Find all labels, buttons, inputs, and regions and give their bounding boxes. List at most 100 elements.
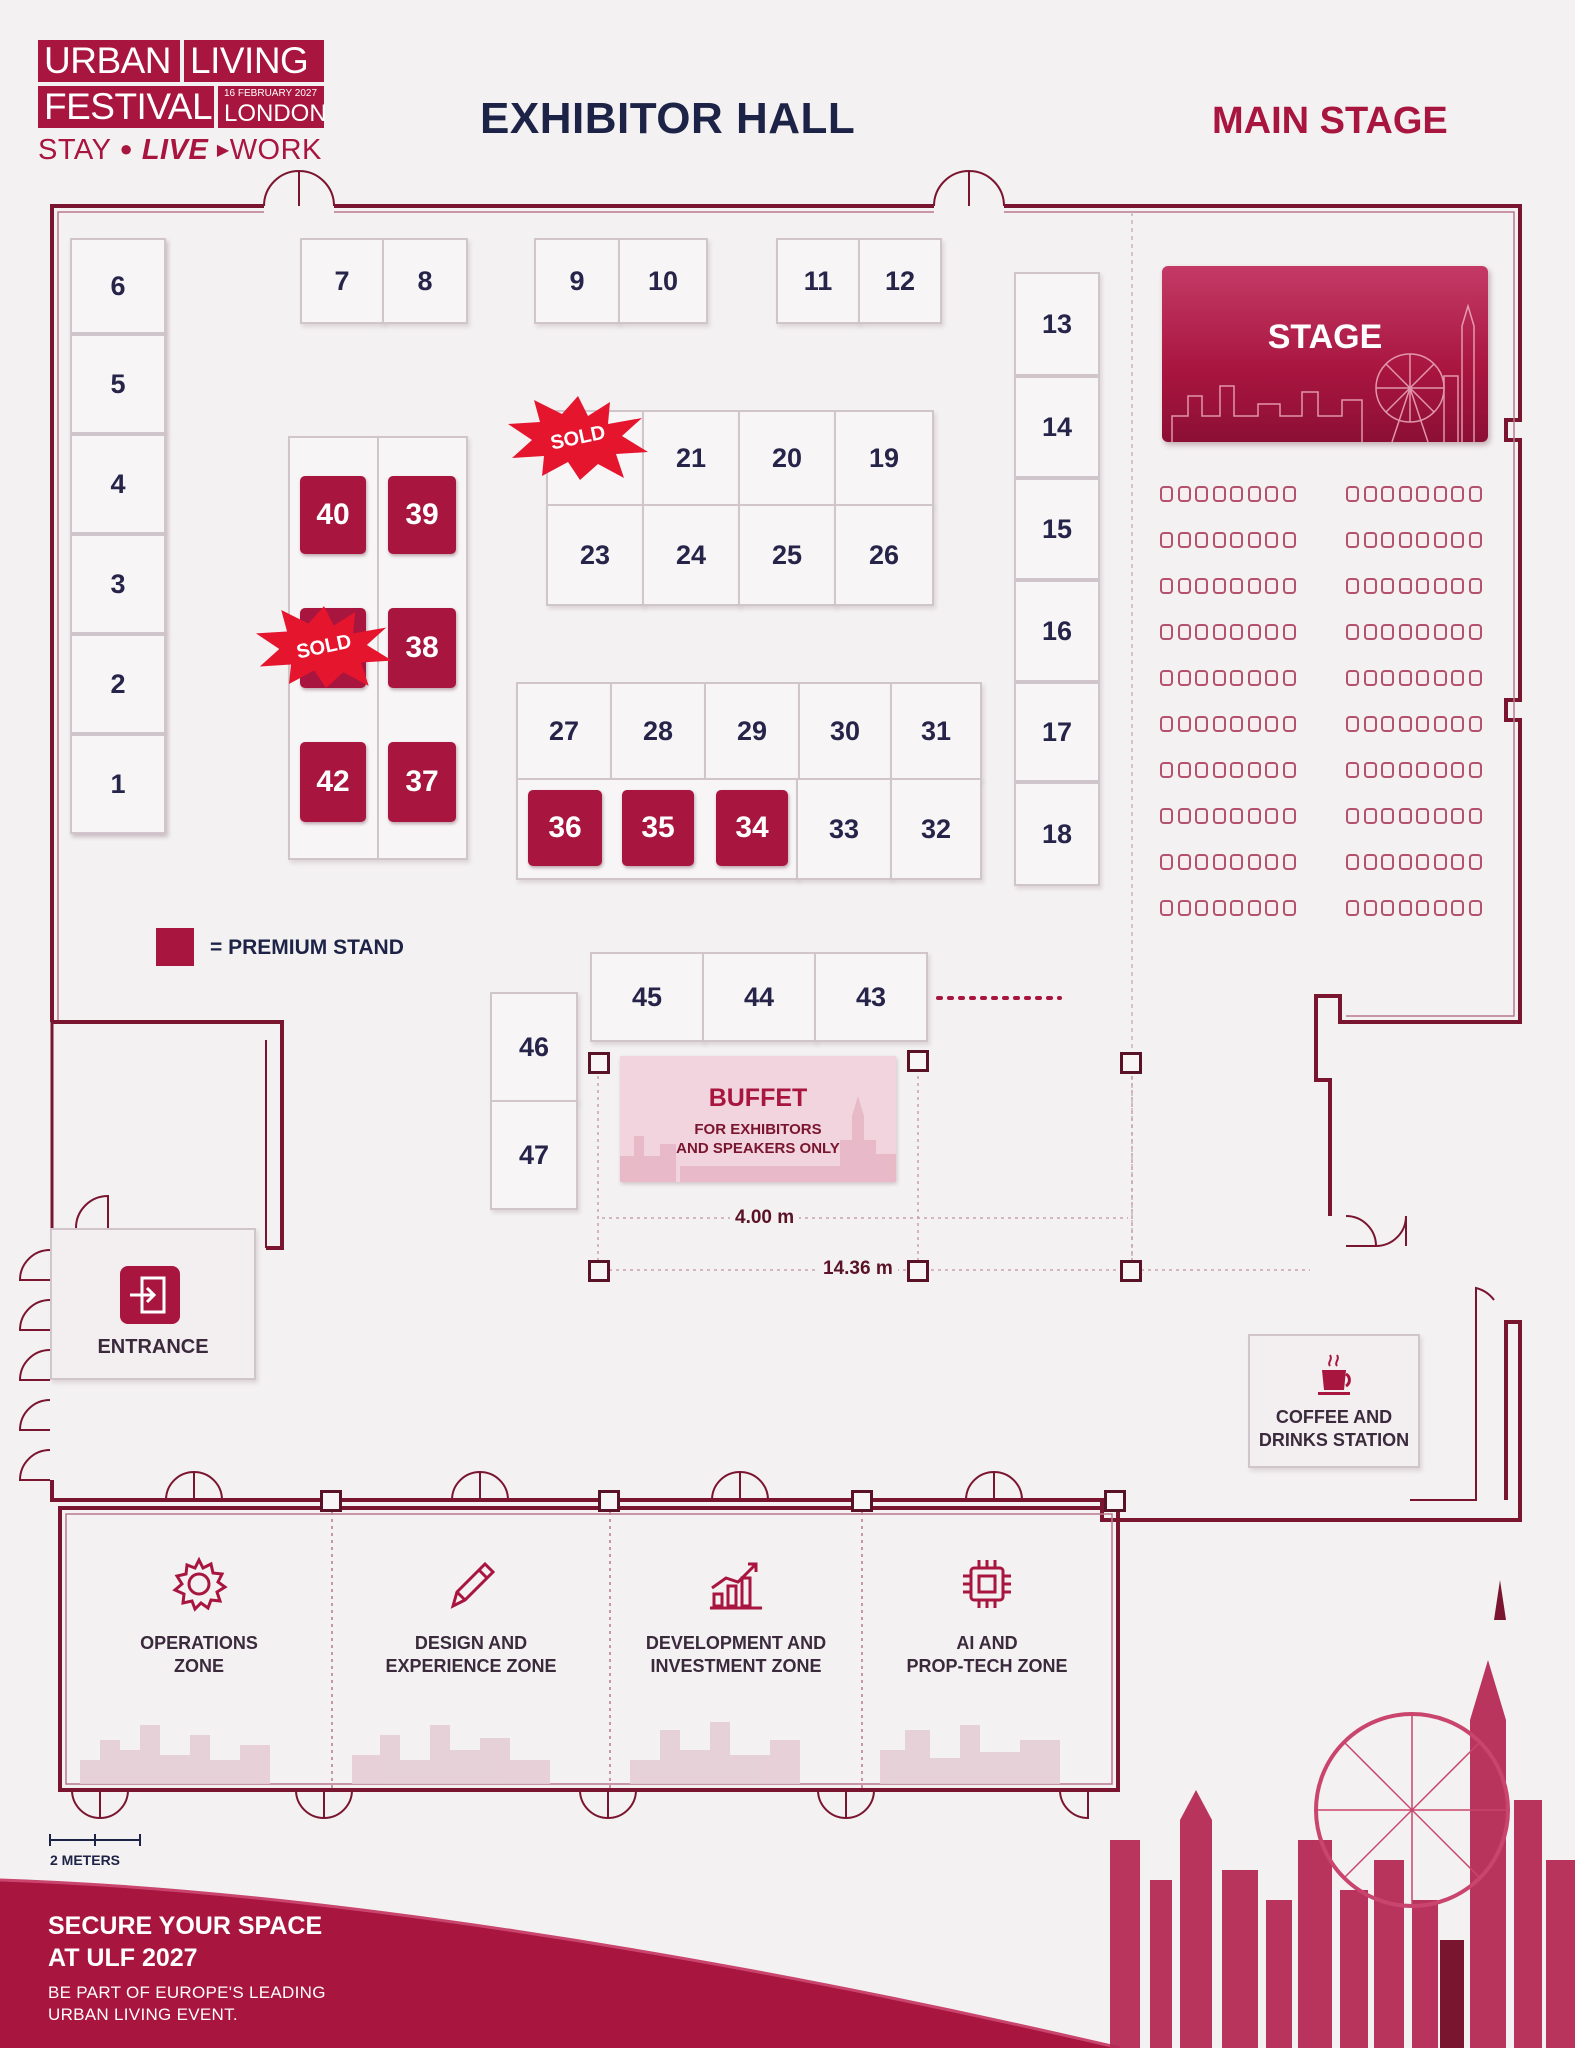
booth-40[interactable]: 40 (300, 476, 366, 554)
seat (1363, 900, 1377, 916)
booth-3[interactable]: 3 (70, 534, 166, 634)
booth-1[interactable]: 1 (70, 734, 166, 834)
booth-2[interactable]: 2 (70, 634, 166, 734)
tagline-work: WORK (229, 134, 322, 166)
seat (1398, 578, 1412, 594)
tagline-stay: STAY (38, 134, 111, 166)
booth-18[interactable]: 18 (1014, 782, 1100, 886)
booth-44[interactable]: 44 (702, 952, 816, 1042)
booth-36[interactable]: 36 (528, 790, 602, 866)
london-skyline-icon (1171, 303, 1475, 442)
booth-8[interactable]: 8 (382, 238, 468, 324)
booth-24[interactable]: 24 (642, 504, 740, 606)
design-experience-zone[interactable]: DESIGN AND EXPERIENCE ZONE (332, 1512, 610, 1792)
seat (1468, 762, 1482, 778)
booth-6[interactable]: 6 (70, 238, 166, 334)
booth-26[interactable]: 26 (834, 504, 934, 606)
booth-4[interactable]: 4 (70, 434, 166, 534)
booth-11[interactable]: 11 (776, 238, 860, 324)
booth-16[interactable]: 16 (1014, 580, 1100, 682)
entrance[interactable]: ENTRANCE (50, 1228, 256, 1380)
booth-38[interactable]: 38 (388, 608, 456, 688)
seat (1195, 854, 1208, 870)
seat (1451, 716, 1464, 732)
booth-19[interactable]: 19 (834, 410, 934, 506)
seat (1212, 578, 1226, 594)
seat (1282, 624, 1296, 640)
booth-30[interactable]: 30 (798, 682, 892, 780)
booth-33[interactable]: 33 (796, 778, 892, 880)
seat (1247, 670, 1261, 686)
booth-20[interactable]: 20 (738, 410, 836, 506)
booth-17[interactable]: 17 (1014, 682, 1100, 782)
booth-42[interactable]: 42 (300, 742, 366, 822)
booth-32[interactable]: 32 (890, 778, 982, 880)
seat (1468, 670, 1482, 686)
coffee-station[interactable]: COFFEE AND DRINKS STATION (1248, 1334, 1420, 1468)
seat (1247, 762, 1261, 778)
booth-37[interactable]: 37 (388, 742, 456, 822)
seat (1160, 900, 1173, 916)
seat (1265, 486, 1278, 502)
booth-45[interactable]: 45 (590, 952, 704, 1042)
booth-29[interactable]: 29 (704, 682, 800, 780)
seat (1398, 854, 1412, 870)
seat (1451, 486, 1464, 502)
festival-logo: URBAN LIVING FESTIVAL 16 FEBRUARY 2027 L… (38, 40, 327, 132)
booth-34[interactable]: 34 (716, 790, 788, 866)
seat (1416, 578, 1429, 594)
booth-46[interactable]: 46 (490, 992, 578, 1102)
seat (1177, 532, 1191, 548)
seat (1363, 532, 1377, 548)
seat (1433, 808, 1447, 824)
buffet-skyline-icon (620, 1096, 896, 1182)
exhibitor-hall-title: EXHIBITOR HALL (480, 94, 856, 143)
booth-25[interactable]: 25 (738, 504, 836, 606)
seat (1230, 624, 1243, 640)
seat (1177, 900, 1191, 916)
booth-5[interactable]: 5 (70, 334, 166, 434)
booth-47[interactable]: 47 (490, 1100, 578, 1210)
main-stage[interactable]: STAGE (1162, 266, 1488, 442)
seat (1282, 532, 1296, 548)
seat (1177, 486, 1191, 502)
seat (1230, 578, 1243, 594)
booth-10[interactable]: 10 (618, 238, 708, 324)
booth-7[interactable]: 7 (300, 238, 384, 324)
seat (1265, 670, 1278, 686)
seat (1381, 670, 1394, 686)
coffee-label-line1: COFFEE AND (1275, 1407, 1393, 1427)
operations-zone[interactable]: OPERATIONS ZONE (66, 1512, 332, 1792)
booth-14[interactable]: 14 (1014, 376, 1100, 478)
booth-15[interactable]: 15 (1014, 478, 1100, 580)
booth-13[interactable]: 13 (1014, 272, 1100, 376)
booth-27[interactable]: 27 (516, 682, 612, 780)
seat (1381, 900, 1394, 916)
seat (1433, 578, 1447, 594)
seat (1230, 670, 1243, 686)
development-investment-zone[interactable]: DEVELOPMENT AND INVESTMENT ZONE (610, 1512, 862, 1792)
seat (1398, 762, 1412, 778)
zone-label-line2: INVESTMENT ZONE (650, 1656, 822, 1676)
booth-23[interactable]: 23 (546, 504, 644, 606)
chip-icon (963, 1560, 1011, 1608)
booth-28[interactable]: 28 (610, 682, 706, 780)
booth-12[interactable]: 12 (858, 238, 942, 324)
buffet-area[interactable]: BUFFET FOR EXHIBITORS AND SPEAKERS ONLY (620, 1056, 896, 1182)
seat (1195, 808, 1208, 824)
seat (1416, 670, 1429, 686)
booth-9[interactable]: 9 (534, 238, 620, 324)
booth-31[interactable]: 31 (890, 682, 982, 780)
ai-proptech-zone[interactable]: AI AND PROP-TECH ZONE (862, 1512, 1112, 1792)
booth-21[interactable]: 21 (642, 410, 740, 506)
booth-35[interactable]: 35 (622, 790, 694, 866)
coffee-label-line2: DRINKS STATION (1258, 1430, 1410, 1450)
booth-43[interactable]: 43 (814, 952, 928, 1042)
seat (1381, 716, 1394, 732)
pillar (907, 1260, 929, 1282)
seat (1381, 486, 1394, 502)
booth-39[interactable]: 39 (388, 476, 456, 554)
cta-sub-line1: BE PART OF EUROPE'S LEADING (48, 1983, 326, 2002)
seat (1416, 716, 1429, 732)
seat (1265, 762, 1278, 778)
